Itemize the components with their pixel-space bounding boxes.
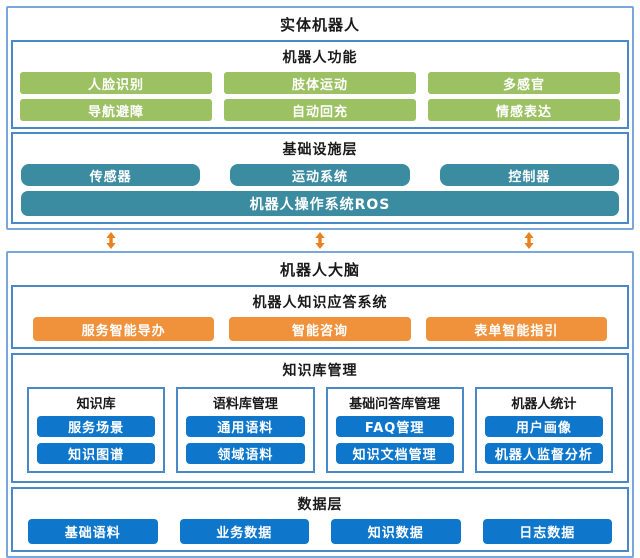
physical-robot-container: 实体机器人 机器人功能 人脸识别 肢体运动 多感官 导航避障 自动回充 情感表达…: [6, 6, 634, 230]
infrastructure-item: 控制器: [439, 164, 619, 186]
kb-group-title: 基础问答库管理: [349, 397, 441, 412]
kb-group-stats: 机器人统计 用户画像 机器人监督分析: [474, 387, 613, 473]
kb-group-item: 服务场景: [37, 416, 156, 437]
robot-functions-title: 机器人功能: [282, 50, 358, 66]
kb-group-title: 机器人统计: [511, 397, 577, 412]
qa-system-grid: 服务智能导办 智能咨询 表单智能指引: [19, 317, 621, 341]
kb-group-item: 通用语料: [186, 416, 305, 437]
infrastructure-title: 基础设施层: [282, 142, 358, 158]
kb-group-faq: 基础问答库管理 FAQ管理 知识文档管理: [325, 387, 464, 473]
data-layer-item: 知识数据: [331, 519, 461, 544]
robot-brain-title: 机器人大脑: [279, 261, 360, 279]
robot-function-item: 情感表达: [428, 99, 620, 121]
up-down-arrow-icon: [425, 230, 634, 251]
kb-management-box: 知识库管理 知识库 服务场景 知识图谱 语料库管理 通用语料 领域语料 基础问答…: [11, 353, 629, 483]
kb-group-item: 机器人监督分析: [484, 443, 603, 464]
data-layer-title: 数据层: [297, 497, 343, 513]
robot-os-item: 机器人操作系统ROS: [21, 191, 619, 216]
kb-group-title: 语料库管理: [212, 397, 278, 412]
data-layer-item: 日志数据: [482, 519, 612, 544]
data-layer-item: 基础语料: [28, 519, 158, 544]
qa-service-item: 表单智能指引: [425, 317, 607, 341]
kb-group-knowledge-base: 知识库 服务场景 知识图谱: [27, 387, 166, 473]
robot-functions-grid: 人脸识别 肢体运动 多感官 导航避障 自动回充 情感表达: [19, 72, 621, 121]
data-layer-grid: 基础语料 业务数据 知识数据 日志数据: [19, 519, 621, 544]
infrastructure-box: 基础设施层 传感器 运动系统 控制器 机器人操作系统ROS: [11, 132, 629, 224]
infrastructure-item: 运动系统: [230, 164, 410, 186]
robot-function-item: 自动回充: [224, 99, 416, 121]
physical-robot-title: 实体机器人: [279, 16, 360, 34]
qa-service-item: 智能咨询: [229, 317, 411, 341]
kb-group-item: 用户画像: [484, 416, 603, 437]
kb-group-item: 知识文档管理: [335, 443, 454, 464]
kb-group-corpus: 语料库管理 通用语料 领域语料: [176, 387, 315, 473]
infrastructure-item: 传感器: [21, 164, 201, 186]
data-layer-item: 业务数据: [179, 519, 309, 544]
qa-system-box: 机器人知识应答系统 服务智能导办 智能咨询 表单智能指引: [11, 285, 629, 349]
up-down-arrow-icon: [6, 230, 215, 251]
data-layer-box: 数据层 基础语料 业务数据 知识数据 日志数据: [11, 487, 629, 552]
kb-group-item: FAQ管理: [335, 416, 454, 437]
kb-group-item: 知识图谱: [37, 443, 156, 464]
connector-arrows: [6, 230, 634, 251]
kb-group-item: 领域语料: [186, 443, 305, 464]
kb-group-title: 知识库: [76, 397, 116, 412]
robot-function-item: 人脸识别: [20, 72, 212, 94]
robot-function-item: 导航避障: [20, 99, 212, 121]
kb-management-grid: 知识库 服务场景 知识图谱 语料库管理 通用语料 领域语料 基础问答库管理 FA…: [19, 385, 621, 475]
robot-function-item: 多感官: [428, 72, 620, 94]
qa-service-item: 服务智能导办: [33, 317, 215, 341]
architecture-diagram: 实体机器人 机器人功能 人脸识别 肢体运动 多感官 导航避障 自动回充 情感表达…: [6, 6, 634, 558]
up-down-arrow-icon: [215, 230, 424, 251]
robot-function-item: 肢体运动: [224, 72, 416, 94]
robot-brain-container: 机器人大脑 机器人知识应答系统 服务智能导办 智能咨询 表单智能指引 知识库管理…: [6, 251, 634, 558]
qa-system-title: 机器人知识应答系统: [252, 295, 388, 311]
infrastructure-grid: 传感器 运动系统 控制器: [19, 164, 621, 186]
robot-functions-box: 机器人功能 人脸识别 肢体运动 多感官 导航避障 自动回充 情感表达: [11, 40, 629, 129]
kb-management-title: 知识库管理: [282, 363, 358, 379]
